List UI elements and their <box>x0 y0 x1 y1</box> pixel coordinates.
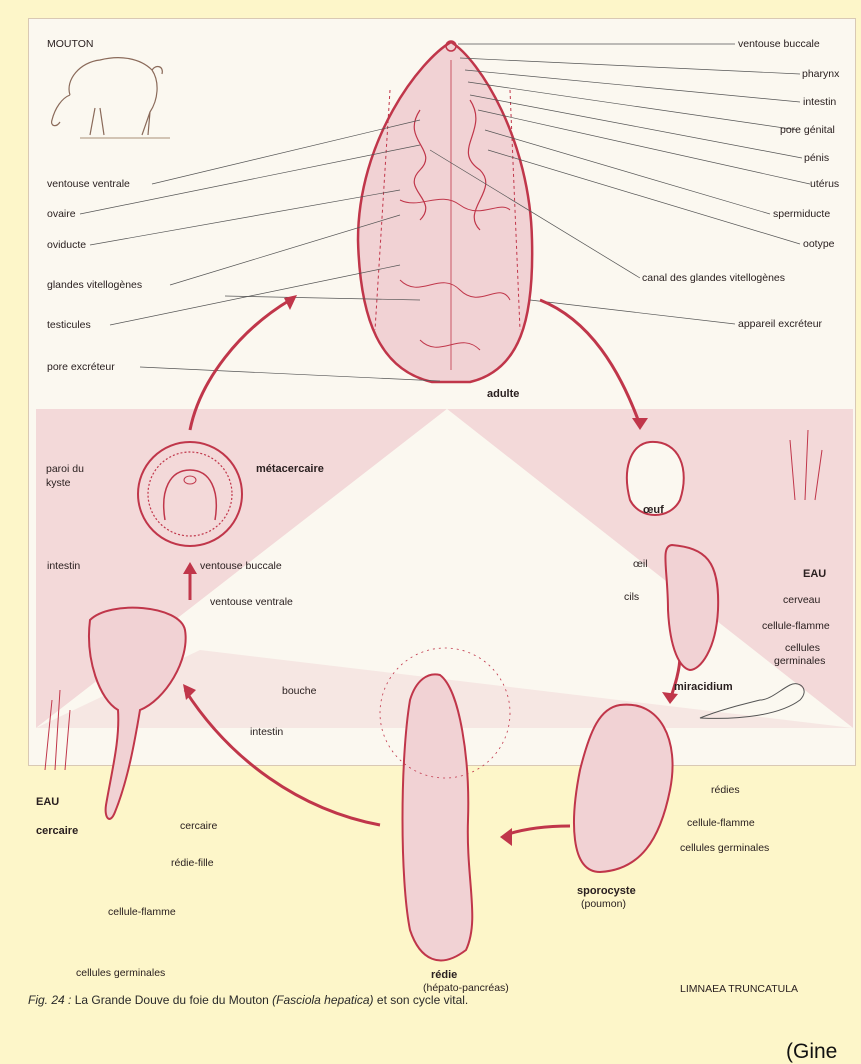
sheep-illustration <box>52 58 170 138</box>
label-bouche: bouche <box>282 685 317 697</box>
label-ventouse-buccale: ventouse buccale <box>738 38 820 50</box>
label-appareil: appareil excréteur <box>738 318 823 330</box>
sporocyste-illustration <box>574 705 673 872</box>
label-paroi-line1: paroi du <box>46 463 84 475</box>
label-eau-right: EAU <box>803 568 826 580</box>
label-cercaire-redie: cercaire <box>180 820 218 832</box>
figure-caption: Fig. 24 : La Grande Douve du foie du Mou… <box>28 993 468 1007</box>
label-miracidium: miracidium <box>674 681 733 693</box>
label-ootype: ootype <box>803 238 835 250</box>
label-oviducte: oviducte <box>47 239 86 251</box>
label-redie: rédie <box>431 969 457 981</box>
label-cellules-miracidium-line1: cellules <box>785 642 820 654</box>
caption-text-start: La Grande Douve du foie du Mouton <box>71 993 272 1007</box>
label-cellules-miracidium-line2: germinales <box>774 655 825 667</box>
label-penis: pénis <box>804 152 829 164</box>
label-pore-genital: pore génital <box>780 124 835 136</box>
label-oeuf: œuf <box>643 504 664 516</box>
label-adulte: adulte <box>487 388 519 400</box>
label-cellule-flamme-redie: cellule-flamme <box>108 906 176 918</box>
label-pharynx: pharynx <box>802 68 840 80</box>
label-testicules: testicules <box>47 319 91 331</box>
label-intestin-cercaire: intestin <box>47 560 80 572</box>
caption-scientific-name: (Fasciola hepatica) <box>272 993 373 1007</box>
source-credit: (Gine <box>786 1040 837 1064</box>
label-sporocyste-location: (poumon) <box>581 898 626 910</box>
label-limnaea: LIMNAEA TRUNCATULA <box>680 983 798 995</box>
label-spermiducte: spermiducte <box>773 208 830 220</box>
label-paroi-line2: kyste <box>46 477 71 489</box>
label-cellule-flamme-sporocyste: cellule-flamme <box>687 817 755 829</box>
label-redies: rédies <box>711 784 740 796</box>
label-glandes: glandes vitellogènes <box>47 279 142 291</box>
label-ventouse-ventrale: ventouse ventrale <box>47 178 130 190</box>
label-mouton: MOUTON <box>47 38 93 50</box>
label-cellules-germinales-sporocyste: cellules germinales <box>680 842 769 854</box>
label-intestin-adulte: intestin <box>803 96 836 108</box>
label-cils: cils <box>624 591 639 603</box>
label-ventouse-buccale-cercaire: ventouse buccale <box>200 560 282 572</box>
label-uterus: utérus <box>810 178 839 190</box>
label-redie-fille: rédie-fille <box>171 857 214 869</box>
label-intestin-redie: intestin <box>250 726 283 738</box>
label-sporocyste: sporocyste <box>577 885 636 897</box>
label-cercaire-title: cercaire <box>36 825 78 837</box>
label-oeil: œil <box>633 558 648 570</box>
label-cellule-flamme-miracidium: cellule-flamme <box>762 620 830 632</box>
label-metacercaire: métacercaire <box>256 463 324 475</box>
label-ventouse-ventrale-cercaire: ventouse ventrale <box>210 596 293 608</box>
label-canal: canal des glandes vitellogènes <box>642 272 785 284</box>
figure-number: Fig. 24 : <box>28 993 71 1007</box>
label-ovaire: ovaire <box>47 208 76 220</box>
label-eau-left: EAU <box>36 796 59 808</box>
label-cellules-germinales-redie: cellules germinales <box>76 967 165 979</box>
label-pore-excreteur: pore excréteur <box>47 361 115 373</box>
adult-fluke <box>358 41 532 382</box>
label-cerveau: cerveau <box>783 594 821 606</box>
caption-text-end: et son cycle vital. <box>374 993 469 1007</box>
